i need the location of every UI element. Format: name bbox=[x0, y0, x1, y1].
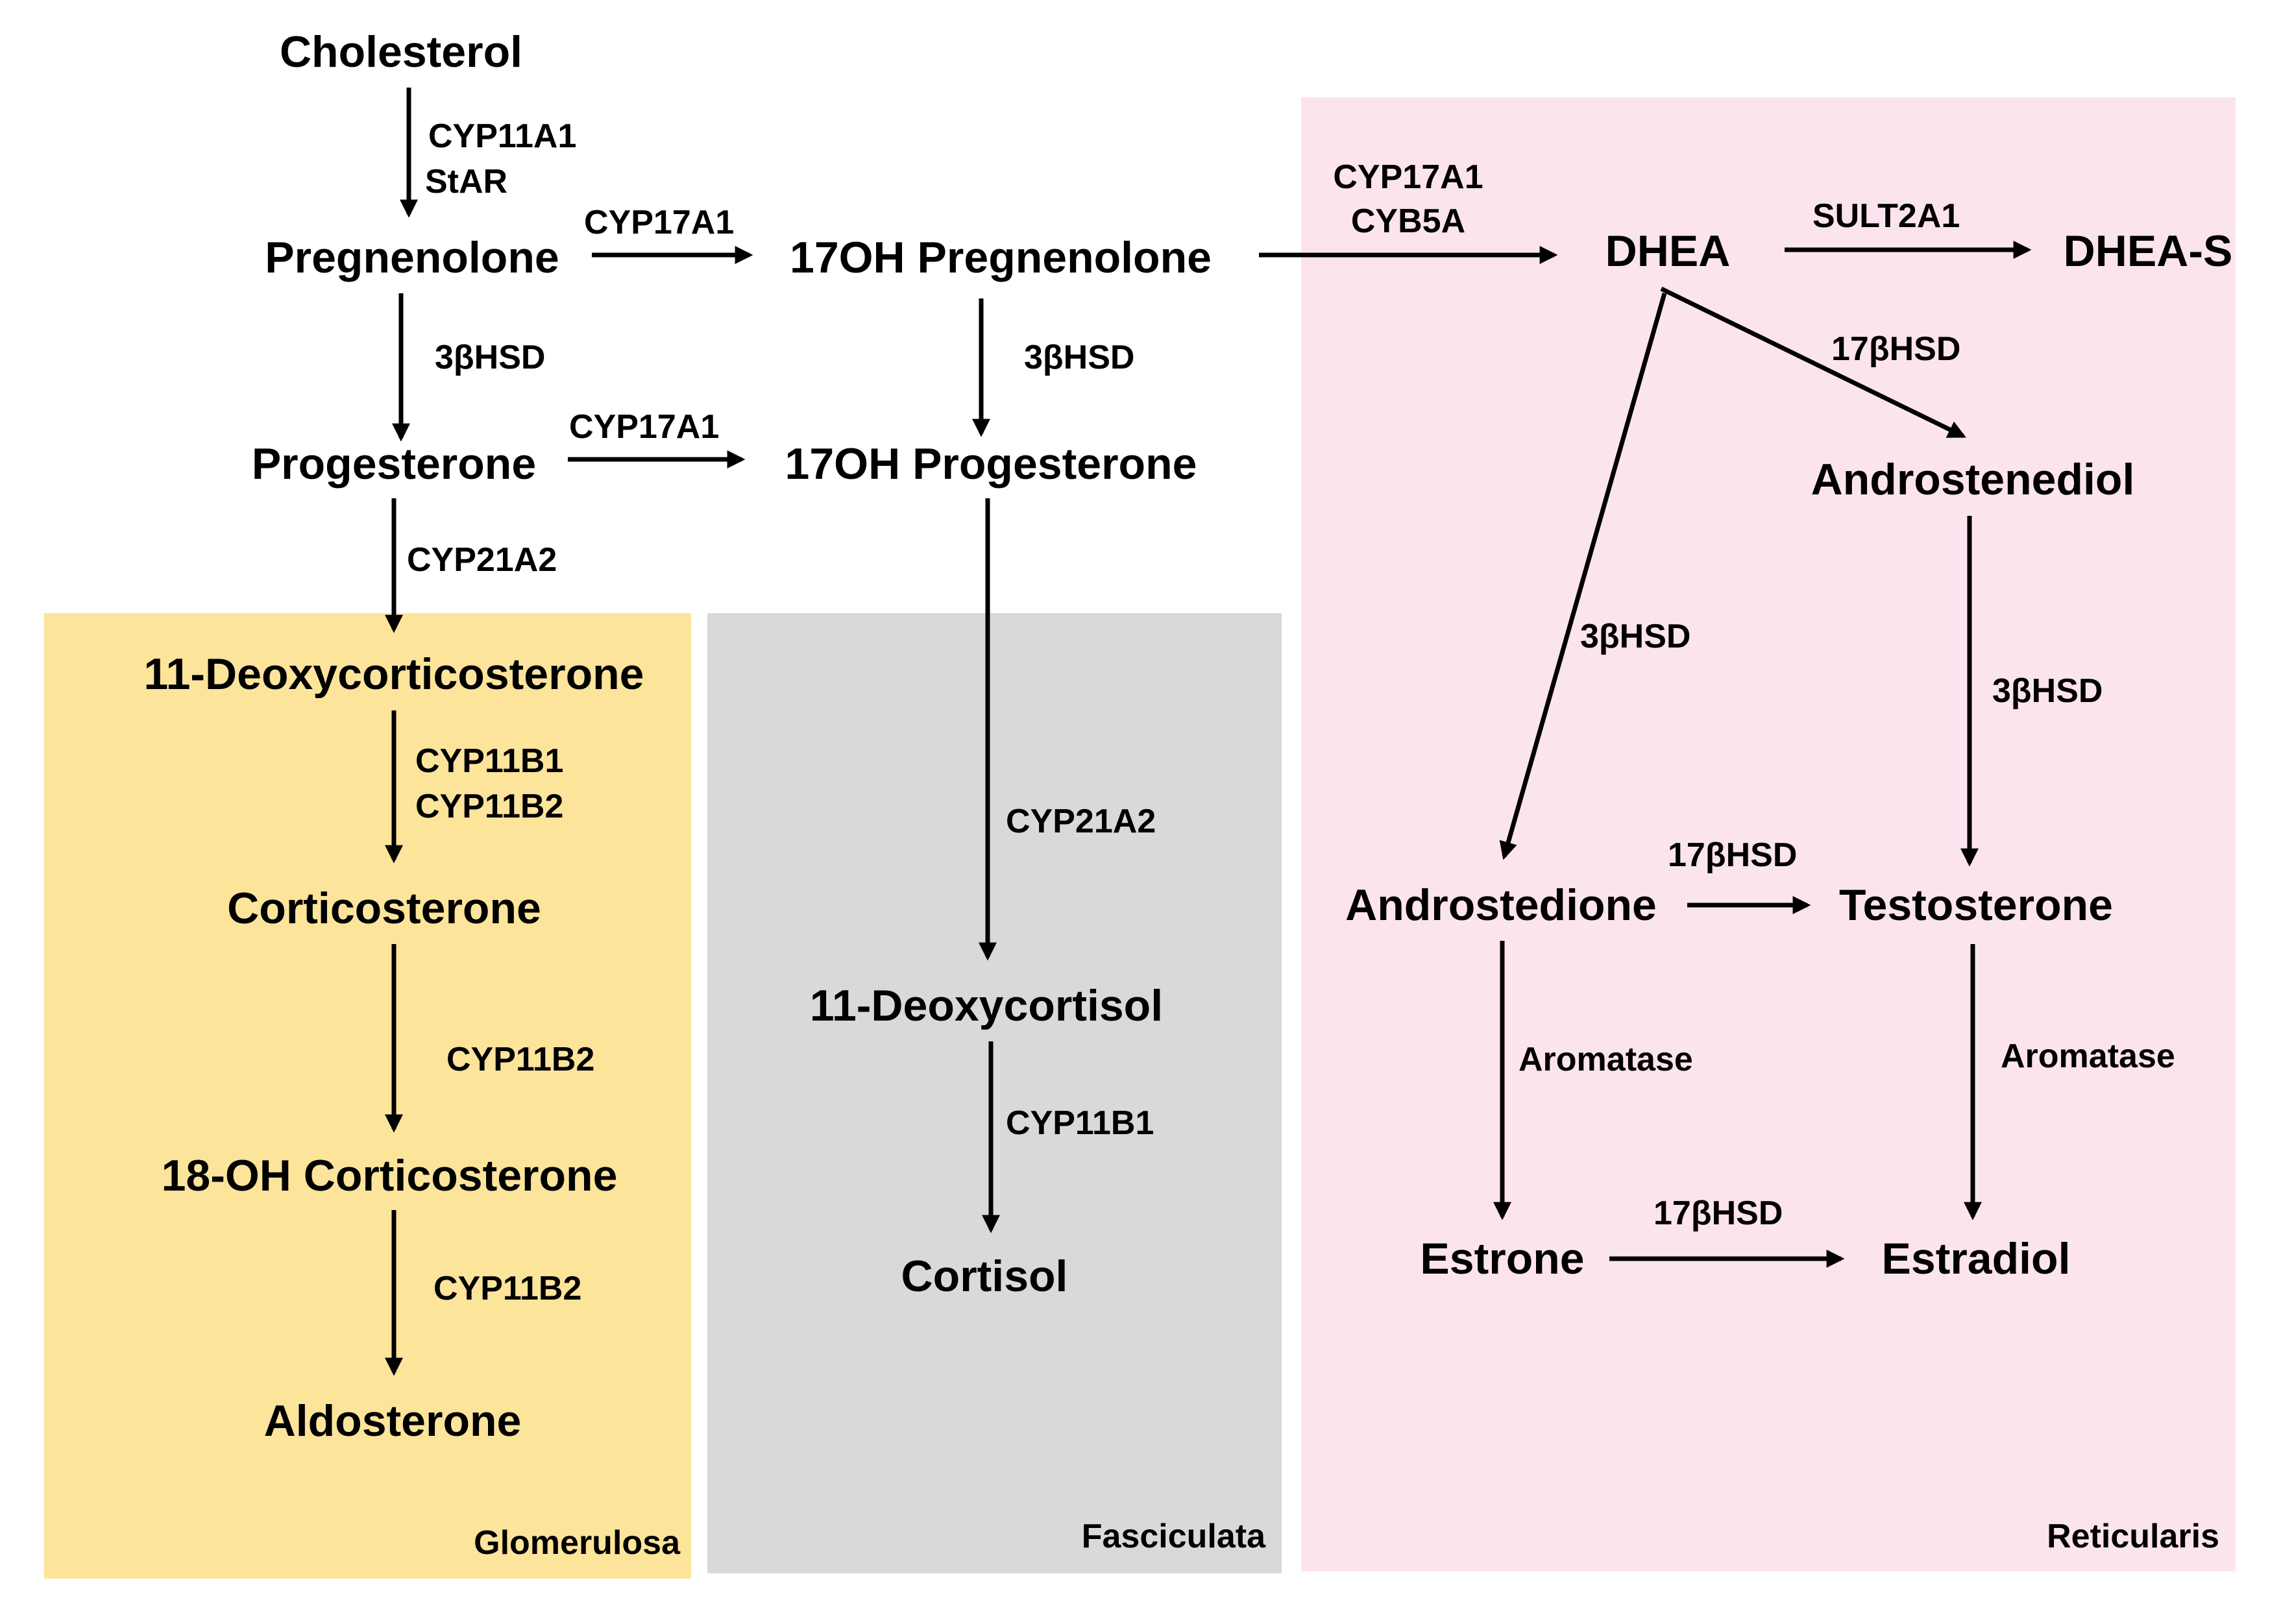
compound-estrone: Estrone bbox=[1420, 1234, 1584, 1283]
enzyme-cyp11b1-deoxycorticosterone: CYP11B1 bbox=[415, 742, 563, 780]
enzyme-cyp11b2-18oh-corticosterone: CYP11B2 bbox=[433, 1270, 581, 1307]
enzyme-star: StAR bbox=[425, 163, 507, 200]
enzyme-17bhsd-dhea: 17βHSD bbox=[1831, 330, 1960, 368]
enzyme-cyb5a: CYB5A bbox=[1351, 202, 1465, 240]
compound-deoxycortisol: 11-Deoxycortisol bbox=[810, 981, 1163, 1030]
compound-estradiol: Estradiol bbox=[1882, 1234, 2071, 1283]
compound-18oh-corticosterone: 18-OH Corticosterone bbox=[162, 1151, 618, 1200]
compound-17oh-progesterone: 17OH Progesterone bbox=[785, 439, 1197, 489]
enzyme-cyp17a1-progesterone: CYP17A1 bbox=[569, 408, 719, 446]
enzyme-cyp11b2-corticosterone: CYP11B2 bbox=[446, 1041, 594, 1078]
compound-dhea: DHEA bbox=[1605, 226, 1731, 276]
enzyme-3bhsd-17oh-pregnenolone: 3βHSD bbox=[1024, 339, 1134, 376]
zone-reticularis-box bbox=[1301, 97, 2236, 1571]
enzyme-aromatase-androstedione: Aromatase bbox=[1519, 1041, 1693, 1078]
arrow-dhea-to-androstenediol bbox=[1660, 286, 1967, 439]
enzyme-17bhsd-androstedione: 17βHSD bbox=[1668, 836, 1797, 874]
enzyme-cyp17a1-dhea: CYP17A1 bbox=[1333, 158, 1483, 196]
compound-dhea-s: DHEA-S bbox=[2064, 226, 2233, 276]
enzyme-cyp11b2-deoxycorticosterone: CYP11B2 bbox=[415, 788, 563, 825]
compound-progesterone: Progesterone bbox=[252, 439, 536, 489]
compound-aldosterone: Aldosterone bbox=[264, 1396, 522, 1446]
compound-testosterone: Testosterone bbox=[1839, 880, 2113, 930]
enzyme-cyp11b1-deoxycortisol: CYP11B1 bbox=[1006, 1104, 1154, 1142]
compound-pregnenolone: Pregnenolone bbox=[265, 233, 559, 282]
enzyme-3bhsd-pregnenolone: 3βHSD bbox=[435, 339, 545, 376]
compound-cortisol: Cortisol bbox=[901, 1252, 1068, 1301]
enzyme-cyp21a2-progesterone: CYP21A2 bbox=[407, 541, 557, 579]
enzyme-sult2a1: SULT2A1 bbox=[1812, 197, 1960, 235]
enzyme-cyp11a1: CYP11A1 bbox=[428, 117, 576, 155]
zone-label-fasciculata: Fasciculata bbox=[1082, 1518, 1266, 1555]
enzyme-cyp17a1-pregnenolone: CYP17A1 bbox=[584, 204, 734, 241]
enzyme-3bhsd-dhea: 3βHSD bbox=[1580, 618, 1690, 655]
compound-17oh-pregnenolone: 17OH Pregnenolone bbox=[790, 233, 1212, 282]
compound-androstenediol: Androstenediol bbox=[1811, 455, 2135, 504]
zone-fasciculata-box bbox=[707, 613, 1282, 1573]
compound-deoxycorticosterone: 11-Deoxycorticosterone bbox=[144, 649, 644, 699]
zone-label-reticularis: Reticularis bbox=[2047, 1518, 2219, 1555]
enzyme-cyp21a2-17oh-progesterone: CYP21A2 bbox=[1006, 803, 1156, 840]
compound-cholesterol: Cholesterol bbox=[280, 27, 522, 77]
enzyme-17bhsd-estrone: 17βHSD bbox=[1653, 1194, 1783, 1232]
enzyme-aromatase-testosterone: Aromatase bbox=[2001, 1037, 2175, 1075]
zone-glomerulosa-box bbox=[44, 613, 691, 1579]
compound-corticosterone: Corticosterone bbox=[227, 884, 541, 933]
zone-label-glomerulosa: Glomerulosa bbox=[474, 1524, 681, 1562]
compound-androstedione: Androstedione bbox=[1345, 880, 1657, 930]
enzyme-3bhsd-androstenediol: 3βHSD bbox=[1992, 672, 2103, 710]
arrow-dhea-to-androstedione bbox=[1499, 293, 1667, 860]
